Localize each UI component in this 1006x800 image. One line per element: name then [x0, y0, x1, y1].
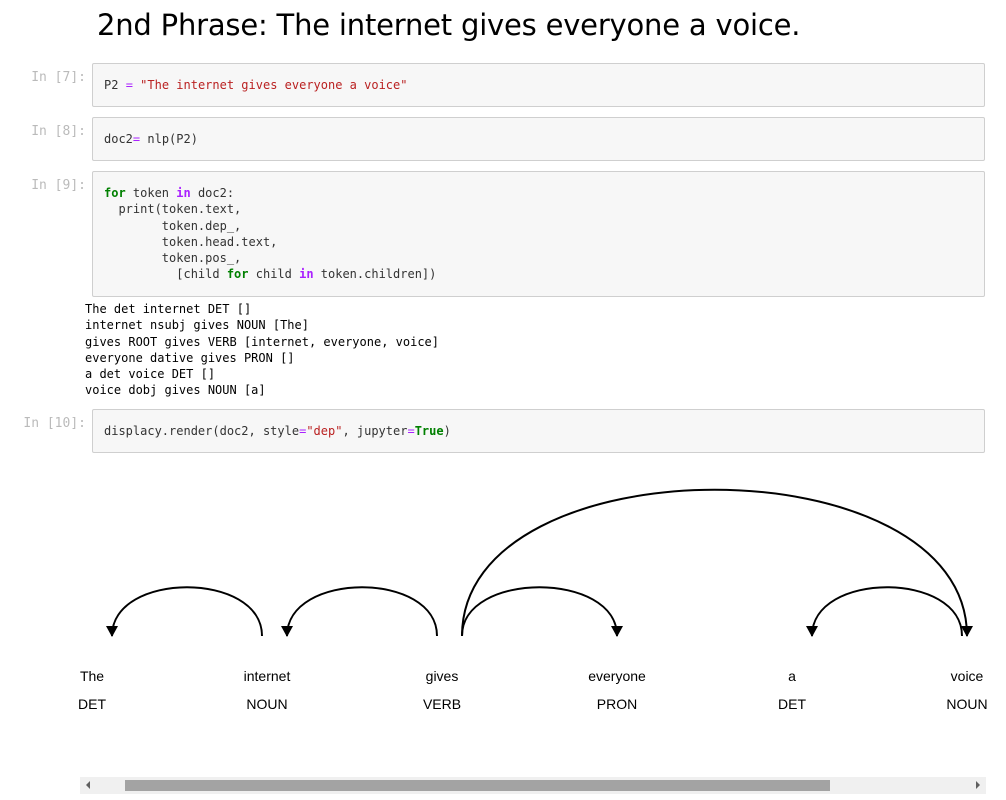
dep-token-word: a — [788, 668, 796, 684]
dep-token-tag: VERB — [423, 696, 461, 712]
dep-token-word: gives — [426, 668, 459, 684]
code-cell-9[interactable]: for token in doc2: print(token.text, tok… — [92, 171, 985, 297]
output-line: gives ROOT gives VERB [internet, everyon… — [85, 334, 440, 349]
code-cell-8[interactable]: doc2= nlp(P2) — [92, 117, 985, 161]
dep-arrowhead-icon — [281, 626, 293, 637]
code-cell-7[interactable]: P2 = "The internet gives everyone a voic… — [92, 63, 985, 107]
dep-token-tag: PRON — [597, 696, 637, 712]
dep-arrowhead-icon — [106, 626, 118, 637]
output-line: The det internet DET [] — [85, 302, 252, 316]
dep-token-tag: DET — [78, 696, 106, 712]
code-token: = — [407, 424, 415, 438]
dep-token-tag: NOUN — [246, 696, 287, 712]
code-token: = — [125, 78, 133, 92]
dep-arc — [286, 586, 438, 637]
scroll-right-arrow-icon[interactable] — [976, 781, 980, 789]
code-string: "dep" — [306, 424, 343, 438]
output-line: a det voice DET [] — [85, 367, 216, 382]
code-token: = — [299, 424, 307, 438]
output-line: internet nsubj gives NOUN [The] — [85, 318, 309, 333]
keyword: in — [299, 267, 314, 282]
input-prompt-9: In [9]: — [31, 178, 86, 193]
code-line: P2 = "The internet gives everyone a voic… — [104, 77, 407, 93]
input-prompt-8: In [8]: — [31, 124, 86, 139]
keyword: for — [226, 267, 249, 282]
dep-arc — [461, 488, 968, 637]
scrollbar-thumb[interactable] — [125, 780, 830, 791]
input-prompt-7: In [7]: — [31, 70, 86, 85]
dep-arc — [811, 586, 963, 637]
keyword: for — [104, 186, 126, 200]
keyword: in — [176, 186, 191, 200]
horizontal-scrollbar[interactable] — [80, 777, 986, 794]
code-line: doc2= nlp(P2) — [104, 132, 198, 146]
dep-token-word: everyone — [588, 668, 646, 684]
code-block: for token in doc2: print(token.text, tok… — [104, 186, 437, 282]
dep-token-word: The — [80, 668, 104, 684]
dep-token-tag: NOUN — [946, 696, 987, 712]
input-prompt-10: In [10]: — [23, 416, 86, 431]
output-line: everyone dative gives PRON [] — [85, 350, 295, 365]
scroll-left-arrow-icon[interactable] — [86, 781, 90, 789]
keyword: True — [414, 424, 444, 438]
dep-token-word: voice — [951, 668, 984, 684]
code-token: = — [132, 132, 141, 146]
dep-arc — [461, 586, 618, 637]
output-line: voice dobj gives NOUN [a] — [85, 383, 266, 398]
dep-arc — [111, 586, 263, 637]
code-line: displacy.render(doc2, style="dep", jupyt… — [104, 424, 451, 438]
dep-token-word: internet — [244, 668, 291, 684]
dep-arrowhead-icon — [961, 626, 973, 637]
code-cell-10[interactable]: displacy.render(doc2, style="dep", jupyt… — [92, 409, 985, 453]
dep-token-tag: DET — [778, 696, 806, 712]
dep-arrowhead-icon — [806, 626, 818, 637]
code-token: P2 — [104, 78, 126, 92]
notebook-heading: 2nd Phrase: The internet gives everyone … — [97, 8, 801, 42]
dep-arrowhead-icon — [611, 626, 623, 637]
code-string: "The internet gives everyone a voice" — [140, 78, 408, 92]
cell-output-9: The det internet DET [] internet nsubj g… — [85, 301, 439, 399]
